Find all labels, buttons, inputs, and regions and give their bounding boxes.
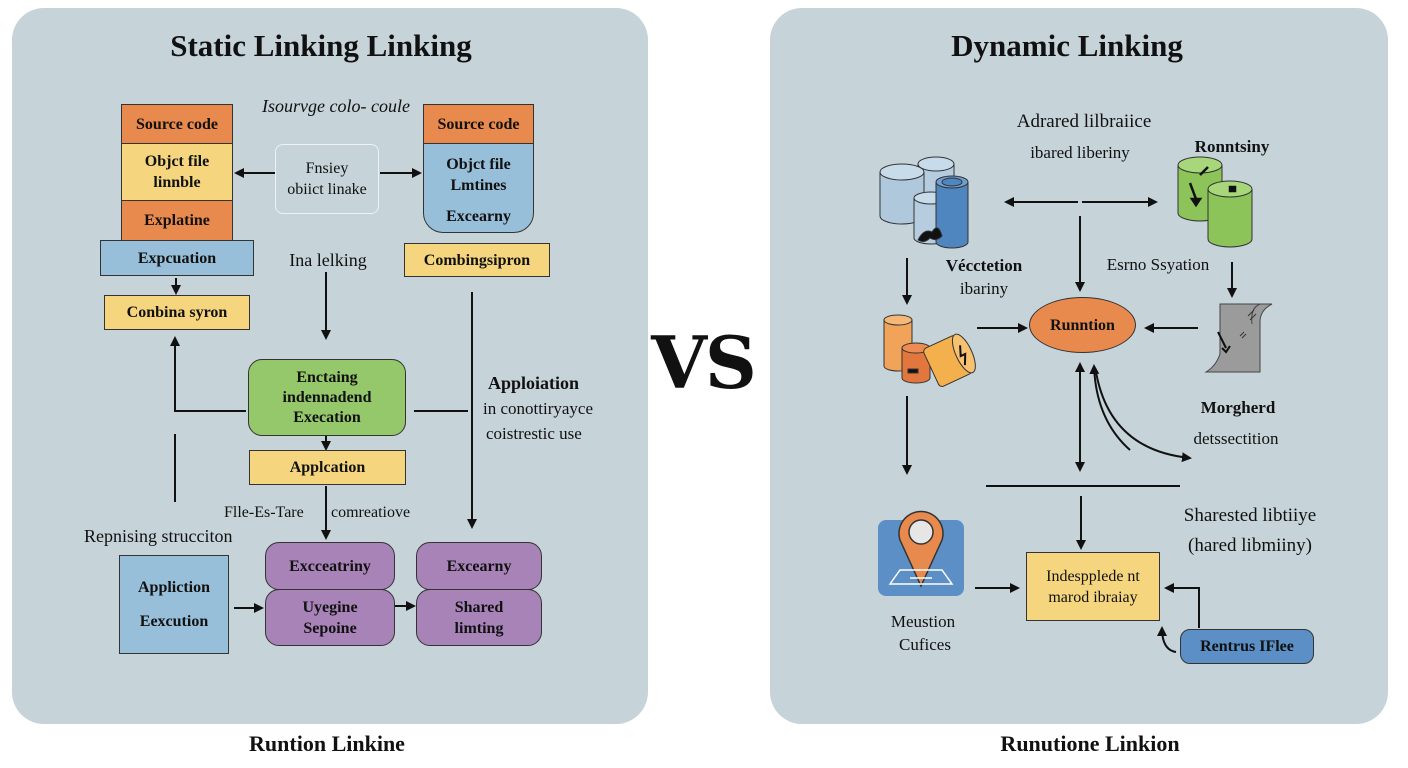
green-line-2: indennadend	[282, 388, 372, 406]
independent-library-box[interactable]: Indespplede nt marod ibraiay	[1026, 552, 1160, 621]
right-stack-object-line-2: Lmtines	[450, 177, 507, 194]
sharested-line-2: (hared libmiiny)	[1188, 535, 1312, 556]
purple-left-bottom-line-1: Uyegine	[302, 598, 358, 616]
orange-cylinders-icon	[883, 314, 976, 387]
purple-right-bottom-line-2: limting	[454, 619, 504, 637]
flow-label-right: comreatiove	[331, 504, 411, 521]
ronntsiny-label: Ronntsiny	[1194, 137, 1270, 156]
morgherd-line-1: Morgherd	[1200, 398, 1276, 417]
static-title: Static Linking Linking	[170, 28, 472, 63]
sharested-line-1: Sharested libtiiye	[1183, 505, 1317, 526]
green-line-3: Execation	[293, 408, 361, 426]
left-stack-object-line-1: Objct file	[144, 153, 210, 170]
independent-line-1: Indespplede nt	[1046, 567, 1140, 585]
dynamic-title: Dynamic Linking	[951, 28, 1183, 63]
runtime-node[interactable]: Runntion	[1029, 297, 1136, 353]
object-linker-line-1: Fnsiey	[305, 160, 349, 177]
document-icon	[1204, 303, 1273, 373]
arrow-curve-up	[1089, 364, 1131, 451]
static-subtitle: Isourvge colo- coule	[262, 96, 410, 116]
blue-database-icon	[879, 156, 969, 249]
purple-left-top[interactable]: Excceatriny	[265, 542, 395, 590]
top-label-line-1: Adrared lilbraiice	[1016, 111, 1152, 132]
conbina-box[interactable]: Conbina syron	[104, 295, 250, 330]
independent-line-2: marod ibraiay	[1048, 588, 1138, 606]
right-stack-object-file[interactable]: Objct file Lmtines Excearny	[423, 143, 534, 233]
appliction-line-2: Eexcution	[139, 612, 209, 630]
green-database-icon	[1177, 156, 1253, 248]
appliction-execution-box[interactable]: Appliction Eexcution	[119, 555, 229, 654]
right-stack-excearny: Excearny	[446, 208, 511, 225]
object-linker-line-2: obiict linake	[287, 181, 367, 198]
morgherd-line-2: detssectition	[1193, 429, 1279, 448]
purple-right-bottom[interactable]: Shared limting	[416, 589, 542, 646]
expcuation-box[interactable]: Expcuation	[100, 240, 254, 276]
ina-label: Ina lelking	[289, 250, 367, 270]
appliction-line-1: Appliction	[137, 578, 210, 596]
application-note-line-2: coistrestic use	[486, 424, 582, 443]
vecctetion-line-1: Vécctetion	[945, 256, 1023, 275]
combing-box[interactable]: Combingsipron	[404, 243, 550, 277]
flow-label-left: Flle-Es-Tare	[224, 504, 304, 521]
left-stack-object-line-2: linnble	[153, 174, 201, 191]
meustion-line-2: Cufices	[899, 635, 951, 654]
meustion-line-1: Meustion	[890, 612, 956, 631]
purple-right-top[interactable]: Excearny	[416, 542, 542, 590]
application-note-title: Apploiation	[488, 373, 580, 393]
arrow-rentrus-to-independent-lower	[1157, 626, 1177, 653]
green-execution-box[interactable]: Enctaing indennadend Execation	[248, 359, 406, 436]
purple-right-bottom-line-1: Shared	[454, 598, 504, 616]
vs-label: VS	[651, 320, 757, 405]
static-caption: Runtion Linkine	[249, 731, 405, 756]
purple-left-bottom-line-2: Sepoine	[303, 619, 357, 637]
repnising-label: Repnising strucciton	[84, 526, 233, 546]
left-stack-object-file[interactable]: Objct file linnble	[121, 143, 233, 201]
application-note-line-1: in conottiryayce	[483, 399, 593, 418]
arrow-rentrus-to-independent	[1164, 583, 1200, 628]
arrow-curve-to-morgherd	[1095, 371, 1192, 463]
dynamic-caption: Runutione Linkion	[1000, 731, 1180, 756]
top-label-line-2: ibared liberiny	[1030, 143, 1130, 162]
left-stack-source-code[interactable]: Source code	[121, 104, 233, 144]
location-pin-icon	[878, 510, 964, 596]
applcation-box[interactable]: Applcation	[249, 450, 406, 485]
green-line-1: Enctaing	[296, 368, 358, 386]
arrow-green-to-conbina	[170, 336, 246, 412]
right-stack-source-code[interactable]: Source code	[423, 104, 534, 144]
esrno-label: Esrno Ssyation	[1106, 255, 1210, 274]
rentrus-file-button[interactable]: Rentrus IFlee	[1180, 629, 1314, 664]
object-linker-box[interactable]: Fnsiey obiict linake	[275, 144, 379, 214]
purple-left-bottom[interactable]: Uyegine Sepoine	[265, 589, 395, 646]
right-stack-object-line-1: Objct file	[446, 156, 511, 173]
vecctetion-line-2: ibariny	[959, 279, 1009, 298]
left-stack-explatine[interactable]: Explatine	[121, 200, 233, 241]
